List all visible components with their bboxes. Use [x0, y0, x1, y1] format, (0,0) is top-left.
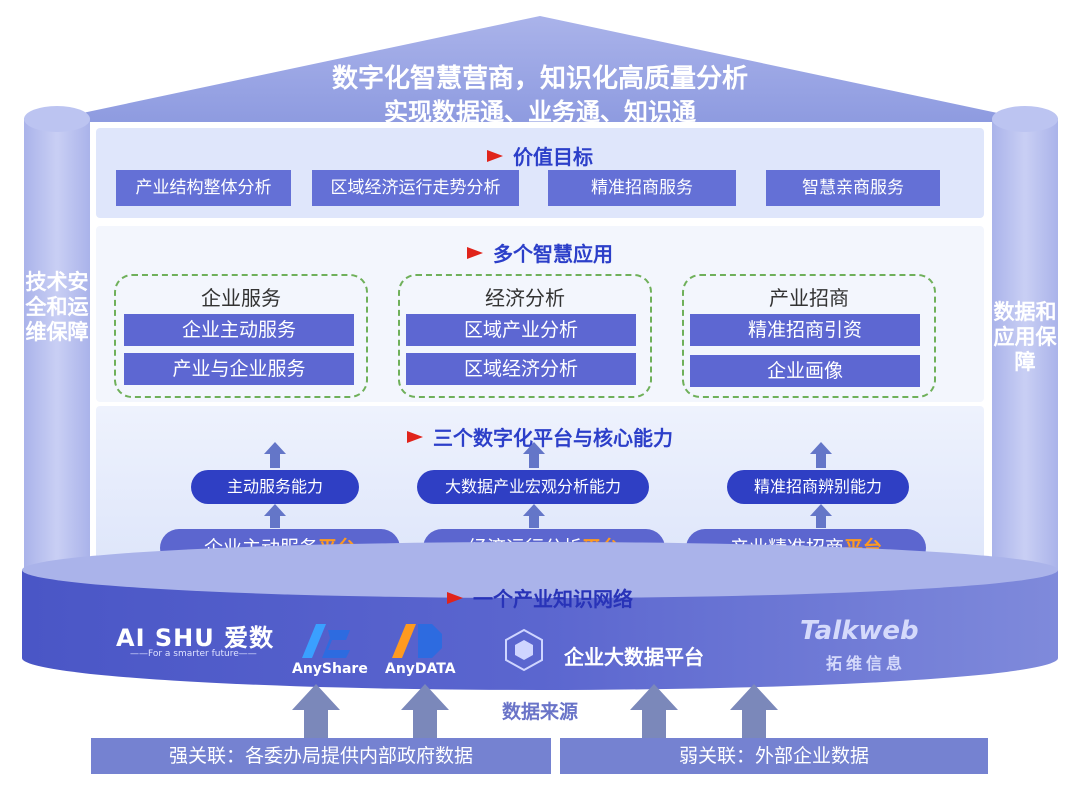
right-pillar-label: 数据和应用保障	[993, 300, 1057, 374]
source-arrow-stem	[642, 708, 666, 738]
value-goal-title-text: 价值目标	[513, 145, 593, 169]
source-arrow-stem	[304, 708, 328, 738]
arrow-stem	[270, 454, 280, 468]
app-item: 企业画像	[690, 355, 920, 387]
aishu-logo: AI SHU 爱数	[116, 624, 275, 652]
arrow-stem	[270, 516, 280, 528]
network-title: 一个产业知识网络	[96, 583, 984, 612]
arrow-stem	[529, 454, 539, 468]
strong-source-bar: 强关联：各委办局提供内部政府数据	[91, 738, 551, 774]
flag-icon	[447, 592, 463, 604]
value-goal-item: 智慧亲商服务	[766, 170, 940, 206]
talkweb-cn-name: 拓维信息	[826, 654, 907, 673]
platforms-title-text: 三个数字化平台与核心能力	[433, 426, 673, 450]
anyshare-label: AnyShare	[292, 661, 368, 677]
right-pillar	[992, 118, 1058, 588]
anydata-logo-icon	[392, 624, 442, 658]
weak-source-bar: 弱关联：外部企业数据	[560, 738, 988, 774]
roof	[40, 16, 1040, 122]
arrow-up-icon	[523, 504, 545, 516]
value-goal-item: 区域经济运行走势分析	[312, 170, 519, 206]
capability-pill: 精准招商辨别能力	[727, 470, 909, 504]
app-group-investment	[682, 274, 936, 398]
app-item: 精准招商引资	[690, 314, 920, 346]
left-pillar	[24, 118, 90, 588]
anydata-label: AnyDATA	[385, 661, 456, 677]
capability-pill: 大数据产业宏观分析能力	[417, 470, 649, 504]
source-arrow-up-icon	[730, 684, 778, 710]
app-item: 区域产业分析	[406, 314, 636, 346]
source-arrow-stem	[413, 708, 437, 738]
flag-icon	[487, 150, 503, 162]
arrow-stem	[529, 516, 539, 528]
app-item: 区域经济分析	[406, 353, 636, 385]
app-item: 企业主动服务	[124, 314, 354, 346]
arrow-up-icon	[523, 442, 545, 454]
app-group-title: 产业招商	[769, 286, 849, 310]
bigdata-platform-icon	[505, 628, 543, 672]
roof-slogan-line1: 数字化智慧营商，知识化高质量分析	[331, 64, 748, 94]
arrow-stem	[816, 454, 826, 468]
source-arrow-up-icon	[401, 684, 449, 710]
value-goal-title: 价值目标	[96, 141, 984, 170]
app-group-economy	[398, 274, 652, 398]
left-pillar-label: 技术安全和运维保障	[25, 270, 89, 344]
source-arrow-up-icon	[292, 684, 340, 710]
aishu-tagline: ——For a smarter future——	[130, 649, 257, 659]
talkweb-logo: Talkweb	[800, 616, 919, 646]
bigdata-platform-label: 企业大数据平台	[564, 645, 704, 669]
arrow-up-icon	[264, 504, 286, 516]
network-title-text: 一个产业知识网络	[473, 587, 633, 611]
platforms-title: 三个数字化平台与核心能力	[96, 422, 984, 451]
right-pillar-cap	[992, 106, 1058, 132]
app-group-title: 经济分析	[485, 286, 565, 310]
capability-pill: 主动服务能力	[191, 470, 359, 504]
anyshare-logo-icon	[302, 624, 350, 658]
arrow-up-icon	[264, 442, 286, 454]
arrow-up-icon	[810, 442, 832, 454]
aishu-tagline-text: For a smarter future	[148, 649, 239, 659]
arrow-stem	[816, 516, 826, 528]
arrow-up-icon	[810, 504, 832, 516]
flag-icon	[407, 431, 423, 443]
source-arrow-up-icon	[630, 684, 678, 710]
source-arrow-stem	[742, 708, 766, 738]
flag-icon	[467, 247, 483, 259]
smart-apps-title-text: 多个智慧应用	[493, 242, 613, 266]
app-group-title: 企业服务	[201, 286, 281, 310]
app-item: 产业与企业服务	[124, 353, 354, 385]
app-group-enterprise	[114, 274, 368, 398]
data-source-title: 数据来源	[501, 701, 578, 723]
foundation-disc	[22, 542, 1058, 690]
smart-apps-title: 多个智慧应用	[96, 238, 984, 267]
roof-slogan-line2: 实现数据通、业务通、知识通	[384, 98, 696, 126]
left-pillar-cap	[24, 106, 90, 132]
value-goal-item: 精准招商服务	[548, 170, 736, 206]
value-goal-item: 产业结构整体分析	[116, 170, 291, 206]
